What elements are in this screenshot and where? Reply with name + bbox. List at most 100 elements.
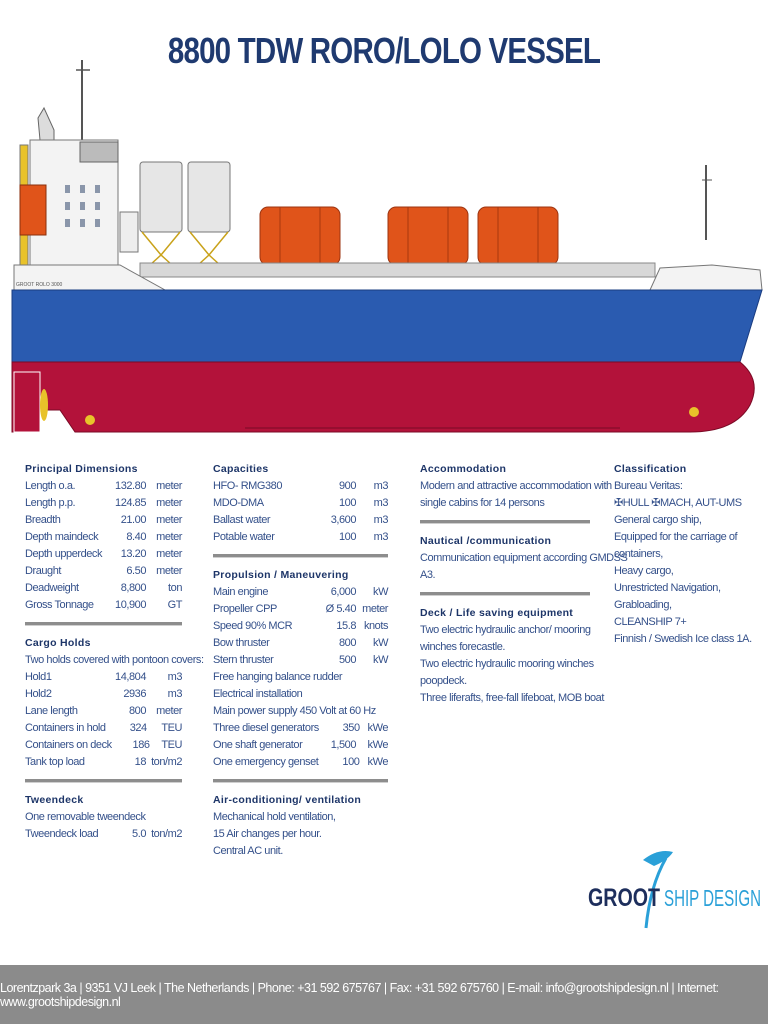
spec-unit: ton/m2 — [151, 756, 182, 768]
spec-value: 10,900 — [115, 599, 146, 611]
spec-unit: TEU — [161, 722, 182, 734]
groot-ship-design-logo: GROOT SHIP DESIGN — [588, 851, 761, 929]
spec-text-line: containers, — [614, 548, 663, 560]
ship-profile-drawing: GROOT ROLO 3000 — [11, 60, 763, 433]
spec-value: 324 — [129, 722, 147, 734]
spec-label: HFO- RMG380 — [213, 480, 283, 492]
footer-contact-bar: Lorentzpark 3a | 9351 VJ Leek | The Neth… — [0, 965, 768, 1024]
spec-unit: meter — [156, 565, 182, 577]
spec-label: Propeller CPP — [213, 603, 277, 615]
spec-value: 18 — [134, 756, 147, 768]
spec-value: 3,600 — [330, 514, 357, 526]
spec-value: 6,000 — [330, 586, 357, 598]
spec-label: Deadweight — [25, 582, 79, 594]
spec-value: 100 — [338, 497, 356, 509]
spec-label: Bow thruster — [213, 637, 270, 649]
spec-value: 124.85 — [115, 497, 146, 509]
spec-value: 21.00 — [120, 514, 147, 526]
spec-unit: meter — [156, 548, 182, 560]
spec-value: 900 — [338, 480, 356, 492]
section-heading: Principal Dimensions — [25, 463, 138, 475]
section-divider — [420, 520, 590, 524]
spec-value: 6.50 — [126, 565, 146, 577]
spec-unit: m3 — [373, 480, 389, 492]
spec-unit: m3 — [373, 497, 389, 509]
section-heading: Propulsion / Maneuvering — [213, 569, 349, 581]
spec-text-line: Three liferafts, free-fall lifeboat, MOB… — [420, 692, 604, 704]
spec-text-line: winches forecastle. — [420, 641, 505, 653]
spec-row: MDO-DMA 100 m3 — [213, 495, 388, 512]
spec-text-line: Finnish / Swedish Ice class 1A. — [614, 633, 752, 645]
section-heading: Capacities — [213, 463, 269, 475]
spec-value: 800 — [338, 637, 356, 649]
spec-unit: kWe — [367, 739, 389, 751]
spec-value: 5.0 — [132, 828, 146, 840]
spec-unit: kW — [373, 586, 388, 598]
footer-contact-text: Lorentzpark 3a | 9351 VJ Leek | The Neth… — [0, 980, 719, 1009]
section-heading: Classification — [614, 463, 687, 475]
spec-unit: TEU — [161, 739, 182, 751]
section-heading: Deck / Life saving equipment — [420, 607, 574, 619]
spec-label: Length p.p. — [25, 497, 76, 509]
spec-unit: kWe — [367, 756, 389, 768]
section-heading: Cargo Holds — [25, 637, 91, 649]
spec-text-line: Bureau Veritas: — [614, 480, 683, 492]
spec-value: 2936 — [123, 688, 146, 700]
spec-unit: meter — [156, 514, 182, 526]
spec-label: Draught — [25, 565, 61, 577]
spec-label: Containers in hold — [25, 722, 106, 734]
spec-text-line: Grabloading, — [614, 599, 672, 611]
spec-unit: meter — [156, 531, 182, 543]
spec-text-line: One removable tweendeck — [25, 811, 146, 823]
spec-text-line: Electrical installation — [213, 688, 303, 700]
spec-text-line: Two holds covered with pontoon covers: — [25, 654, 204, 666]
spec-value: 100 — [342, 756, 360, 768]
spec-label: Breadth — [25, 514, 61, 526]
spec-text-line: General cargo ship, — [614, 514, 702, 526]
section-heading: Air-conditioning/ ventilation — [213, 794, 362, 806]
section-heading: Tweendeck — [25, 794, 84, 806]
section-divider — [420, 592, 590, 596]
spec-unit: meter — [156, 497, 182, 509]
spec-value: 8,800 — [120, 582, 147, 594]
spec-label: Tank top load — [25, 756, 85, 768]
spec-label: Depth upperdeck — [25, 548, 103, 560]
spec-value: 350 — [342, 722, 360, 734]
spec-label: MDO-DMA — [213, 497, 264, 509]
spec-value: 186 — [132, 739, 150, 751]
spec-text-line: Central AC unit. — [213, 845, 283, 857]
spec-label: Stern thruster — [213, 654, 274, 666]
section-divider — [213, 779, 388, 783]
spec-unit: m3 — [167, 671, 183, 683]
spec-unit: m3 — [373, 514, 389, 526]
spec-text-line: Free hanging balance rudder — [213, 671, 343, 683]
spec-text-line: Two electric hydraulic mooring winches — [420, 658, 594, 670]
spec-unit: meter — [156, 705, 182, 717]
spec-label: Speed 90% MCR — [213, 620, 293, 632]
spec-value: 8.40 — [126, 531, 146, 543]
spec-row: One emergency genset 100 kWe — [213, 754, 388, 771]
spec-row: HFO- RMG380 900 m3 — [213, 478, 388, 495]
spec-row: Tank top load 18 ton/m2 — [25, 754, 182, 771]
spec-value: 15.8 — [336, 620, 356, 632]
spec-text-line: Modern and attractive accommodation with — [420, 480, 612, 492]
page-title: 8800 TDW RORO/LOLO VESSEL — [167, 30, 601, 71]
spec-text-line: ✠HULL ✠MACH, AUT-UMS — [614, 497, 742, 509]
spec-label: One emergency genset — [213, 756, 319, 768]
ship-name-label: GROOT ROLO 3000 — [16, 282, 63, 288]
spec-row: Length p.p. 124.85 meter — [25, 495, 182, 512]
spec-unit: meter — [362, 603, 388, 615]
section-divider — [213, 554, 388, 558]
spec-text-line: poopdeck. — [420, 675, 467, 687]
spec-label: Lane length — [25, 705, 78, 717]
section-heading: Nautical /communication — [420, 535, 552, 547]
